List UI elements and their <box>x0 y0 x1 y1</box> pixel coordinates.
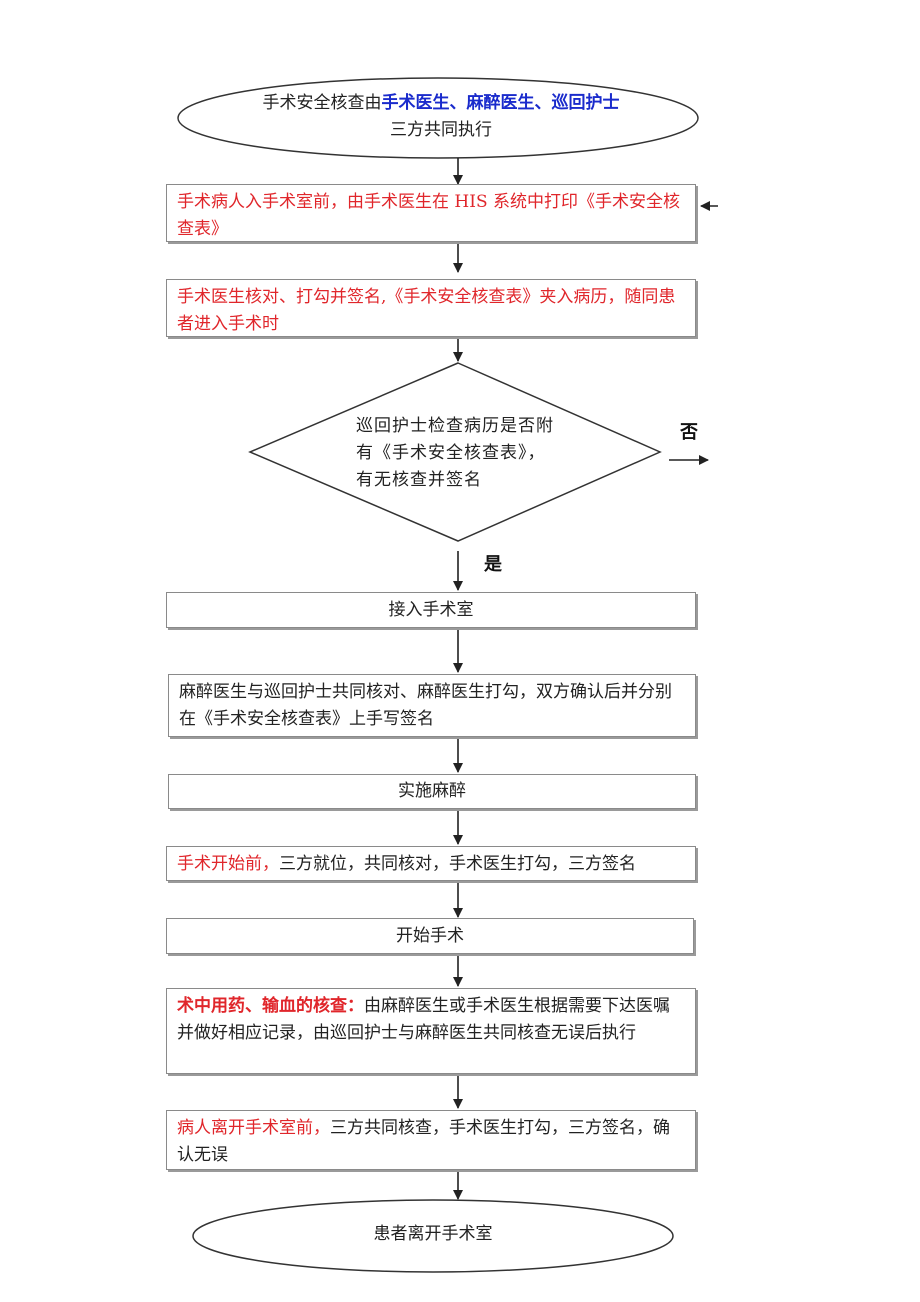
start-text-roles: 手术医生、麻醉医生、巡回护士 <box>381 93 620 113</box>
step-leave-or-check-label: 病人离开手术室前， <box>177 1118 330 1138</box>
start-text: 手术安全核查由手术医生、麻醉医生、巡回护士三方共同执行 <box>256 90 626 144</box>
end-text: 患者离开手术室 <box>373 1224 493 1244</box>
step-intraop-check: 术中用药、输血的核查：由麻醉医生或手术医生根据需要下达医嘱并做好相应记录，由巡回… <box>166 988 696 1074</box>
step-enter-or-text: 接入手术室 <box>388 599 474 620</box>
start-ellipse <box>177 77 699 159</box>
step-anesthesia: 实施麻醉 <box>168 774 696 809</box>
step-enter-or: 接入手术室 <box>166 592 696 628</box>
step-leave-or-check: 病人离开手术室前，三方共同核查，手术医生打勾，三方签名，确认无误 <box>166 1110 696 1170</box>
step-intraop-check-label: 术中用药、输血的核查： <box>177 996 364 1016</box>
step-before-surgery: 手术开始前，三方就位，共同核对，手术医生打勾，三方签名 <box>166 846 696 881</box>
step-print-checklist: 手术病人入手术室前，由手术医生在 HIS 系统中打印《手术安全核查表》 <box>166 184 696 242</box>
decision-diamond <box>248 362 662 542</box>
step-start-surgery: 开始手术 <box>166 918 694 954</box>
start-text-post: 三方共同执行 <box>390 120 492 140</box>
decision-no-label: 否 <box>680 422 698 443</box>
step-before-surgery-label: 手术开始前， <box>177 854 279 874</box>
step-leave-or-check-text: 三方共同核查，手术医生打勾，三方签名，确认无误 <box>177 1118 670 1165</box>
decision-text: 巡回护士检查病历是否附有《手术安全核查表》，有无核查并签名 <box>356 416 554 490</box>
step-intraop-check-text: 由麻醉医生或手术医生根据需要下达医嘱并做好相应记录，由巡回护士与麻醉医生共同核查… <box>177 996 670 1043</box>
decision-yes-label: 是 <box>484 554 502 575</box>
step-before-surgery-text: 三方就位，共同核对，手术医生打勾，三方签名 <box>279 854 636 874</box>
step-doctor-sign-text: 手术医生核对、打勾并签名,《手术安全核查表》夹入病历，随同患者进入手术时 <box>177 287 676 334</box>
step-anesthesia-verify: 麻醉医生与巡回护士共同核对、麻醉医生打勾，双方确认后并分别在《手术安全核查表》上… <box>168 674 696 737</box>
step-anesthesia-text: 实施麻醉 <box>398 781 466 801</box>
step-start-surgery-text: 开始手术 <box>396 925 464 946</box>
start-text-pre: 手术安全核查由 <box>262 93 382 113</box>
end-ellipse <box>192 1199 674 1273</box>
step-doctor-sign: 手术医生核对、打勾并签名,《手术安全核查表》夹入病历，随同患者进入手术时 <box>166 279 696 337</box>
step-anesthesia-verify-text: 麻醉医生与巡回护士共同核对、麻醉医生打勾，双方确认后并分别在《手术安全核查表》上… <box>179 682 672 729</box>
step-print-checklist-text: 手术病人入手术室前，由手术医生在 HIS 系统中打印《手术安全核查表》 <box>177 192 680 239</box>
